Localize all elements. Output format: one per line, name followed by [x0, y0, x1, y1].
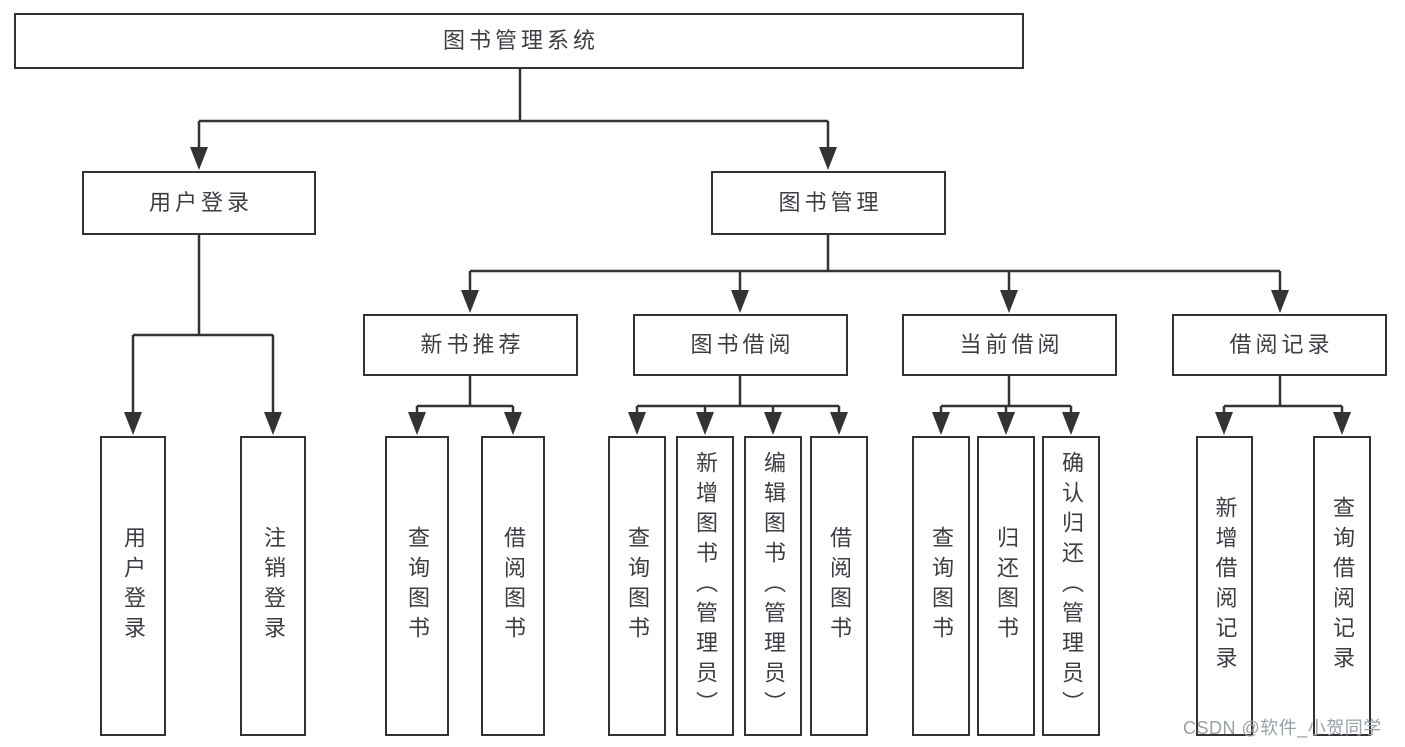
- leaf-logout: 注销登录: [240, 436, 306, 736]
- connector-book-management-group: [468, 235, 1282, 303]
- arrow-down-icon: [1271, 290, 1289, 313]
- leaf-user-login: 用户登录: [100, 436, 166, 736]
- arrow-down-icon: [1000, 290, 1018, 313]
- leaf-newrec-query-books: 查询图书: [385, 436, 449, 736]
- arrow-down-icon: [1333, 412, 1351, 435]
- arrow-down-icon: [264, 412, 282, 435]
- node-current-borrowing: 当前借阅: [902, 314, 1117, 376]
- leaf-borrow-borrow-books: 借阅图书: [810, 436, 868, 736]
- leaf-current-query-books: 查询图书: [912, 436, 970, 736]
- arrow-down-icon: [1062, 412, 1080, 435]
- connector-book-borrow-group: [635, 376, 841, 426]
- arrow-down-icon: [731, 290, 749, 313]
- arrow-down-icon: [1215, 412, 1233, 435]
- leaf-newrec-borrow-books: 借阅图书: [481, 436, 545, 736]
- arrow-down-icon: [696, 412, 714, 435]
- arrow-down-icon: [997, 412, 1015, 435]
- arrow-down-icon: [124, 412, 142, 435]
- arrow-down-icon: [190, 147, 208, 170]
- arrow-down-icon: [504, 412, 522, 435]
- arrow-down-icon: [830, 412, 848, 435]
- leaf-borrow-query-books: 查询图书: [608, 436, 666, 736]
- node-library-management-system: 图书管理系统: [14, 13, 1024, 69]
- node-new-book-recommend: 新书推荐: [363, 314, 578, 376]
- connector-root-to-level2: [197, 69, 830, 160]
- arrow-down-icon: [461, 290, 479, 313]
- leaf-borrow-add-books-admin: 新增图书（管理员）: [676, 436, 734, 736]
- connector-borrow-records-group: [1222, 376, 1344, 426]
- leaf-current-return-books: 归还图书: [977, 436, 1035, 736]
- leaf-borrow-edit-books-admin: 编辑图书（管理员）: [744, 436, 802, 736]
- arrow-down-icon: [764, 412, 782, 435]
- arrow-down-icon: [408, 412, 426, 435]
- arrow-down-icon: [932, 412, 950, 435]
- node-book-management: 图书管理: [711, 171, 946, 235]
- csdn-watermark: CSDN @软件_小贺同学: [1183, 718, 1382, 738]
- node-book-borrowing: 图书借阅: [633, 314, 848, 376]
- node-borrow-records: 借阅记录: [1172, 314, 1387, 376]
- arrow-down-icon: [628, 412, 646, 435]
- arrow-down-icon: [819, 147, 837, 170]
- leaf-records-query-record: 查询借阅记录: [1313, 436, 1371, 736]
- connector-user-login-group: [131, 235, 275, 426]
- connector-new-book-group: [415, 376, 515, 426]
- arrowheads: [124, 147, 1351, 435]
- leaf-records-add-record: 新增借阅记录: [1196, 436, 1253, 736]
- node-user-login: 用户登录: [82, 171, 316, 235]
- leaf-current-confirm-return-admin: 确认归还（管理员）: [1042, 436, 1100, 736]
